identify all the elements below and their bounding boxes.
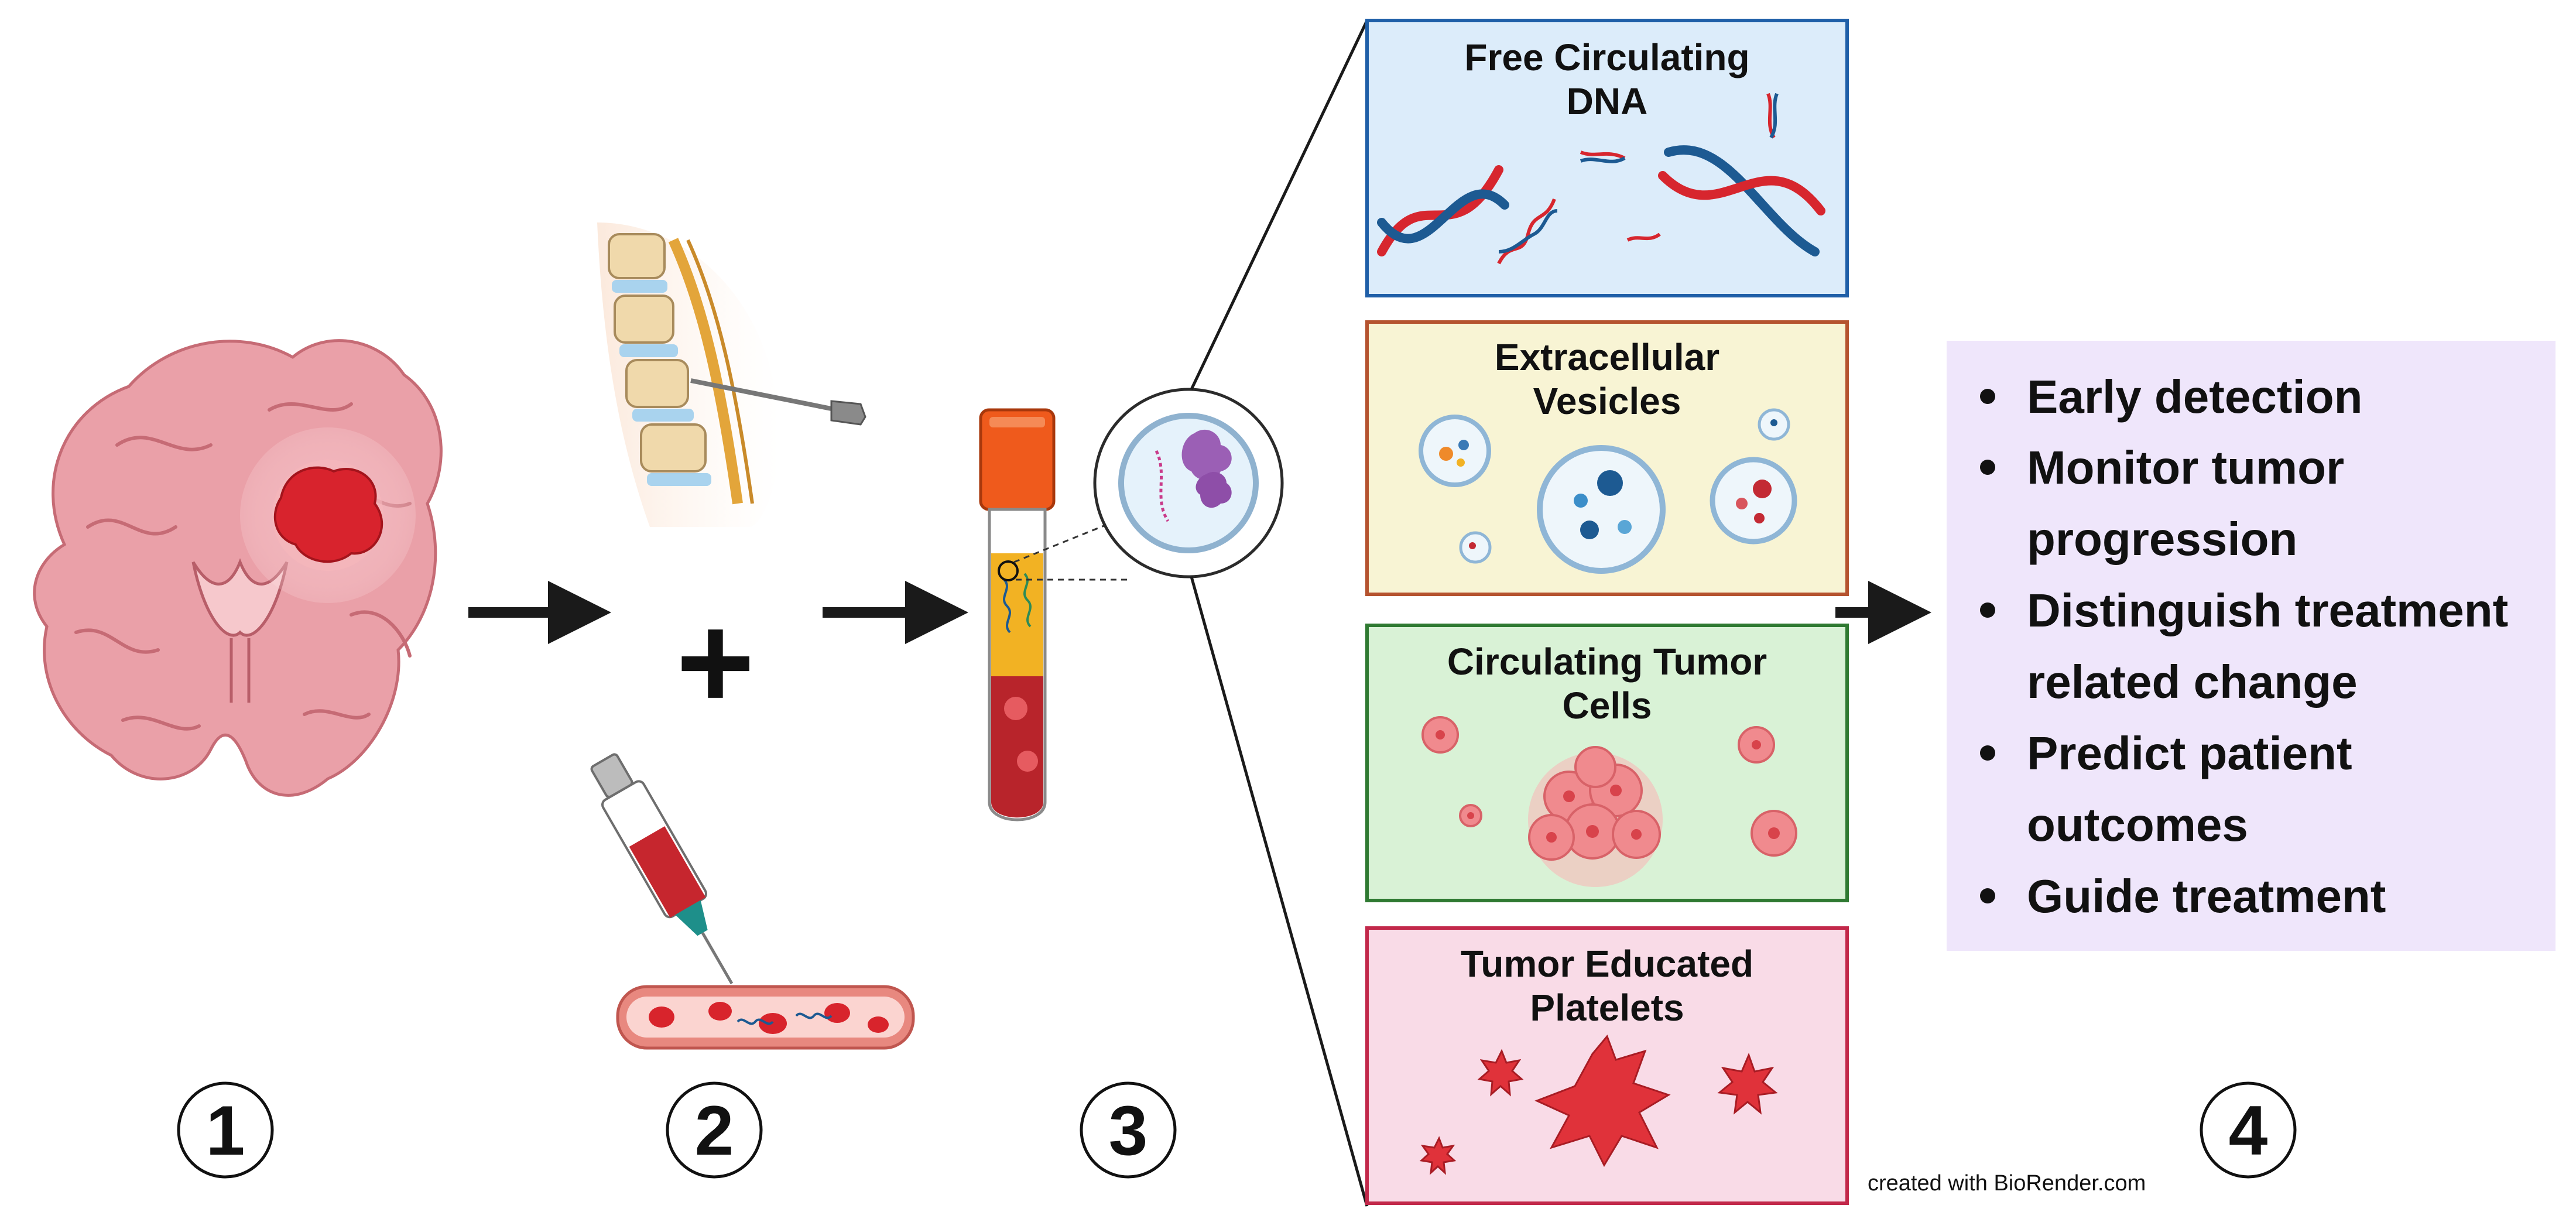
outcome-text: Distinguish treatment — [2027, 584, 2508, 636]
biorender-credit: created with BioRender.com — [1868, 1171, 2146, 1196]
outcome-text: outcomes — [2027, 799, 2248, 851]
dna-fragment-icon — [1497, 93, 1779, 265]
box-title-line-2: Vesicles — [1533, 380, 1681, 422]
outcome-text: Monitor tumor — [2027, 441, 2344, 494]
plus-sign: + — [676, 587, 755, 737]
box-title-line-1: Free Circulating — [1464, 36, 1749, 78]
box-background — [1365, 19, 1849, 297]
outcome-item-5: Guide treatment — [1980, 870, 2386, 922]
step-number-3: 3 — [1080, 1081, 1177, 1179]
outcome-item-3: Distinguish treatment related change — [1980, 584, 2508, 708]
outcome-item-1: Early detection — [1980, 371, 2363, 423]
blood-tube-icon — [979, 408, 1056, 821]
step-number-4: 4 — [2200, 1081, 2297, 1179]
svg-text:4: 4 — [2229, 1091, 2268, 1170]
svg-text:1: 1 — [206, 1091, 245, 1170]
box-circulating-tumor-cells: Circulating Tumor Cells — [1365, 624, 1849, 902]
box-title-line-2: DNA — [1567, 80, 1648, 122]
dna-strand-icon — [1377, 145, 1825, 256]
box-title-line-2: Platelets — [1530, 987, 1684, 1029]
tumor-glow-icon — [240, 427, 416, 603]
step-number-1: 1 — [177, 1081, 274, 1179]
outcome-item-4: Predict patient outcomes — [1980, 727, 2352, 851]
svg-text:3: 3 — [1109, 1091, 1148, 1170]
tumor-cell-icon — [1421, 716, 1797, 887]
spine-needle-icon — [597, 222, 866, 527]
magnified-sample-icon — [1093, 388, 1284, 578]
outcome-text: progression — [2027, 513, 2297, 565]
box-title-line-2: Cells — [1563, 684, 1652, 727]
box-free-circulating-dna: Free Circulating DNA — [1365, 19, 1849, 297]
step-number-2: 2 — [666, 1081, 763, 1179]
platelet-icon — [1419, 1035, 1778, 1175]
outcome-text: Early detection — [2027, 371, 2363, 423]
outcome-text: Predict patient — [2027, 727, 2352, 779]
box-title-line-1: Tumor Educated — [1461, 943, 1753, 985]
box-title-line-1: Extracellular — [1495, 336, 1719, 378]
vesicle-icon — [1419, 408, 1797, 574]
svg-text:2: 2 — [695, 1091, 734, 1170]
outcome-item-2: Monitor tumor progression — [1980, 441, 2344, 565]
box-tumor-educated-platelets: Tumor Educated Platelets — [1365, 926, 1849, 1205]
box-title-line-1: Circulating Tumor — [1447, 641, 1767, 683]
outcomes-panel: Early detection Monitor tumor progressio… — [1947, 341, 2556, 951]
outcome-text: related change — [2027, 656, 2358, 708]
outcome-text: Guide treatment — [2027, 870, 2386, 922]
box-extracellular-vesicles: Extracellular Vesicles — [1365, 320, 1849, 596]
syringe-vein-icon — [590, 753, 915, 1050]
